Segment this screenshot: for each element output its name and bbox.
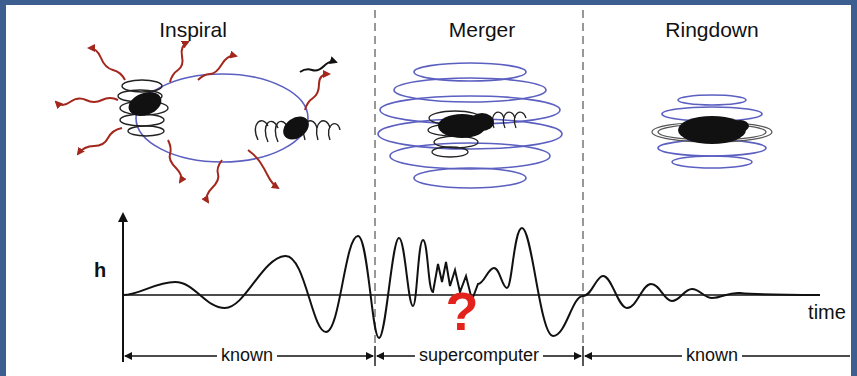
merger-illustration (378, 63, 562, 188)
phase-divider (374, 10, 376, 348)
phase-title: Inspiral (159, 18, 227, 41)
h-axis (122, 214, 124, 362)
phase-title: Ringdown (665, 18, 758, 41)
unknown-mark: ? (446, 282, 479, 341)
axis-label: time (808, 301, 846, 323)
phase-method: known (682, 346, 742, 366)
axis-label: h (94, 259, 106, 281)
phase-method: supercomputer (415, 346, 543, 366)
phase-divider (582, 10, 584, 348)
phase-method: known (217, 346, 277, 366)
frame (3, 2, 854, 376)
phase-title: Merger (449, 18, 516, 41)
inspiral-illustration (56, 42, 340, 202)
ringdown-illustration (652, 95, 772, 168)
phase-dimension-line (125, 346, 850, 366)
